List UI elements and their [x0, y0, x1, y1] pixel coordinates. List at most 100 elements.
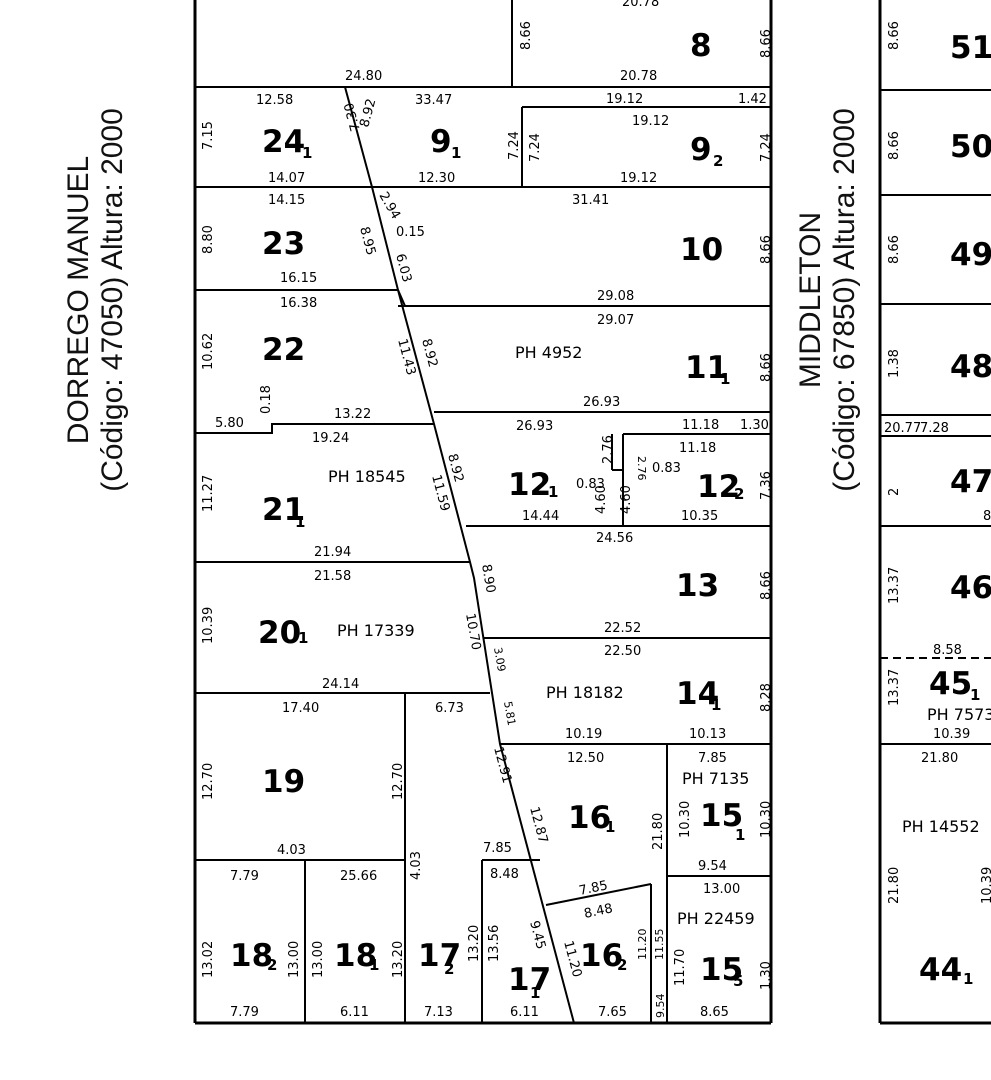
dim-label: 8.66: [519, 21, 534, 50]
dim-label: 17.40: [282, 701, 319, 716]
dim-label: 2.76: [635, 456, 648, 481]
dimensions: 20.78 24.80 20.78 12.58 33.47 19.12 1.42…: [215, 0, 991, 1020]
dim-label: 25.66: [340, 869, 377, 884]
parcel-47: 47: [950, 464, 991, 500]
parcel-48: 48: [950, 349, 991, 385]
dim-label: 19.12: [632, 114, 669, 129]
dim-label: 8.66: [887, 21, 902, 50]
ph-label: PH 17339: [337, 621, 415, 640]
dim-label: 6.03: [392, 252, 414, 284]
dim-label: 21.80: [887, 867, 902, 904]
parcel-9-2-sub: 2: [713, 152, 723, 170]
dim-label: 10.39: [933, 727, 970, 742]
dim-label: 13.37: [887, 669, 902, 706]
dim-label: 7.24: [528, 133, 543, 162]
dim-label: 8.65: [700, 1005, 729, 1020]
right-block-outline: [878, 0, 991, 1025]
ph-label: PH 18545: [328, 467, 406, 486]
dim-label: 12.58: [256, 93, 293, 108]
dim-label: 4.03: [409, 851, 424, 880]
parcel-17-2: 17: [418, 938, 461, 974]
parcel-15-1: 15: [700, 798, 743, 834]
dim-label: 10.13: [689, 727, 726, 742]
dim-label: 24.56: [596, 531, 633, 546]
dim-label: 21.58: [314, 569, 351, 584]
dim-label: 8.66: [759, 353, 774, 382]
dim-label: 7.79: [230, 869, 259, 884]
parcel-11-sub: 1: [720, 370, 730, 388]
parcel-8: 8: [690, 28, 712, 64]
parcel-14: 14: [676, 676, 719, 712]
parcel-16-1: 16: [568, 800, 611, 836]
dim-label: 13.56: [487, 925, 502, 962]
dim-label: 12.50: [567, 751, 604, 766]
dim-label: 7.24: [759, 133, 774, 162]
dim-label: 8.58: [933, 643, 962, 658]
parcel-21: 21: [262, 492, 305, 528]
dim-label: 7.36: [759, 471, 774, 500]
dim-label: 13.22: [334, 407, 371, 422]
dimensions-vertical: 8.66 8.66 7.15 7.30 8.92 7.24 7.24 7.24 …: [201, 21, 991, 1018]
dim-label: 33.47: [415, 93, 452, 108]
dim-label: 1.42: [738, 92, 767, 107]
parcel-24-sub: 1: [302, 144, 312, 162]
dim-label: 12.87: [526, 805, 550, 845]
parcel-boundaries: [195, 0, 771, 1024]
ph-label: PH 18182: [546, 683, 624, 702]
dim-label: 10.30: [759, 801, 774, 838]
dim-label: 4.60: [619, 485, 634, 514]
dim-label: 10.39: [201, 607, 216, 644]
street-label-middleton: MIDDLETON (Código: 67850) Altura: 2000: [794, 108, 861, 492]
dim-label: 1.38: [887, 349, 902, 378]
dim-label: 8.28: [759, 683, 774, 712]
parcel-9-2: 9: [690, 132, 712, 168]
dim-label: 8.66: [983, 509, 991, 524]
dim-label: 19.12: [620, 171, 657, 186]
dim-label: 7.30: [342, 101, 364, 133]
dim-label: 21.80: [921, 751, 958, 766]
ph-label: PH 4952: [515, 343, 582, 362]
dim-label: 8.48: [583, 901, 614, 922]
dim-label: 9.45: [526, 919, 548, 951]
parcel-16-1-sub: 1: [605, 818, 615, 836]
parcel-9-1: 9: [430, 124, 452, 160]
dim-label: 11.55: [653, 929, 666, 961]
parcel-9-1-sub: 1: [451, 144, 461, 162]
dim-label: 5.80: [215, 416, 244, 431]
street-name-dorrego: DORREGO MANUEL: [62, 156, 95, 444]
dim-label: 9.54: [698, 859, 727, 874]
parcel-18-2: 18: [230, 938, 273, 974]
dim-label: 7.85: [698, 751, 727, 766]
dim-label: 13.37: [887, 567, 902, 604]
dim-label: 8.48: [490, 867, 519, 882]
dim-label: 20.77: [884, 421, 921, 436]
dim-label: 2: [887, 488, 902, 496]
dim-label: 7.85: [483, 841, 512, 856]
parcel-15-1-sub: 1: [735, 826, 745, 844]
dim-label: 16.38: [280, 296, 317, 311]
dim-label: 14.44: [522, 509, 559, 524]
dim-label: 0.18: [259, 385, 274, 414]
ph-label: PH 14552: [902, 817, 980, 836]
dim-label: 10.39: [980, 867, 991, 904]
parcel-14-sub: 1: [711, 696, 721, 714]
dim-label: 13.00: [703, 882, 740, 897]
street-name-middleton: MIDDLETON: [794, 212, 827, 388]
parcel-12-1: 12: [508, 467, 551, 503]
dim-label: 8.66: [759, 29, 774, 58]
dim-label: 8.66: [887, 131, 902, 160]
parcel-21-sub: 1: [295, 513, 305, 531]
parcel-10: 10: [680, 232, 723, 268]
dim-label: 4.03: [277, 843, 306, 858]
dim-label: 8.66: [759, 235, 774, 264]
dim-label: 20.78: [620, 69, 657, 84]
dim-label: 10.19: [565, 727, 602, 742]
dim-label: 20.78: [622, 0, 659, 10]
street-code-middleton: (Código: 67850) Altura: 2000: [828, 108, 861, 492]
dim-label: 16.15: [280, 271, 317, 286]
parcel-13: 13: [676, 568, 719, 604]
dim-label: 24.80: [345, 69, 382, 84]
dim-label: 14.07: [268, 171, 305, 186]
street-label-dorrego: DORREGO MANUEL (Código: 47050) Altura: 2…: [62, 108, 129, 492]
